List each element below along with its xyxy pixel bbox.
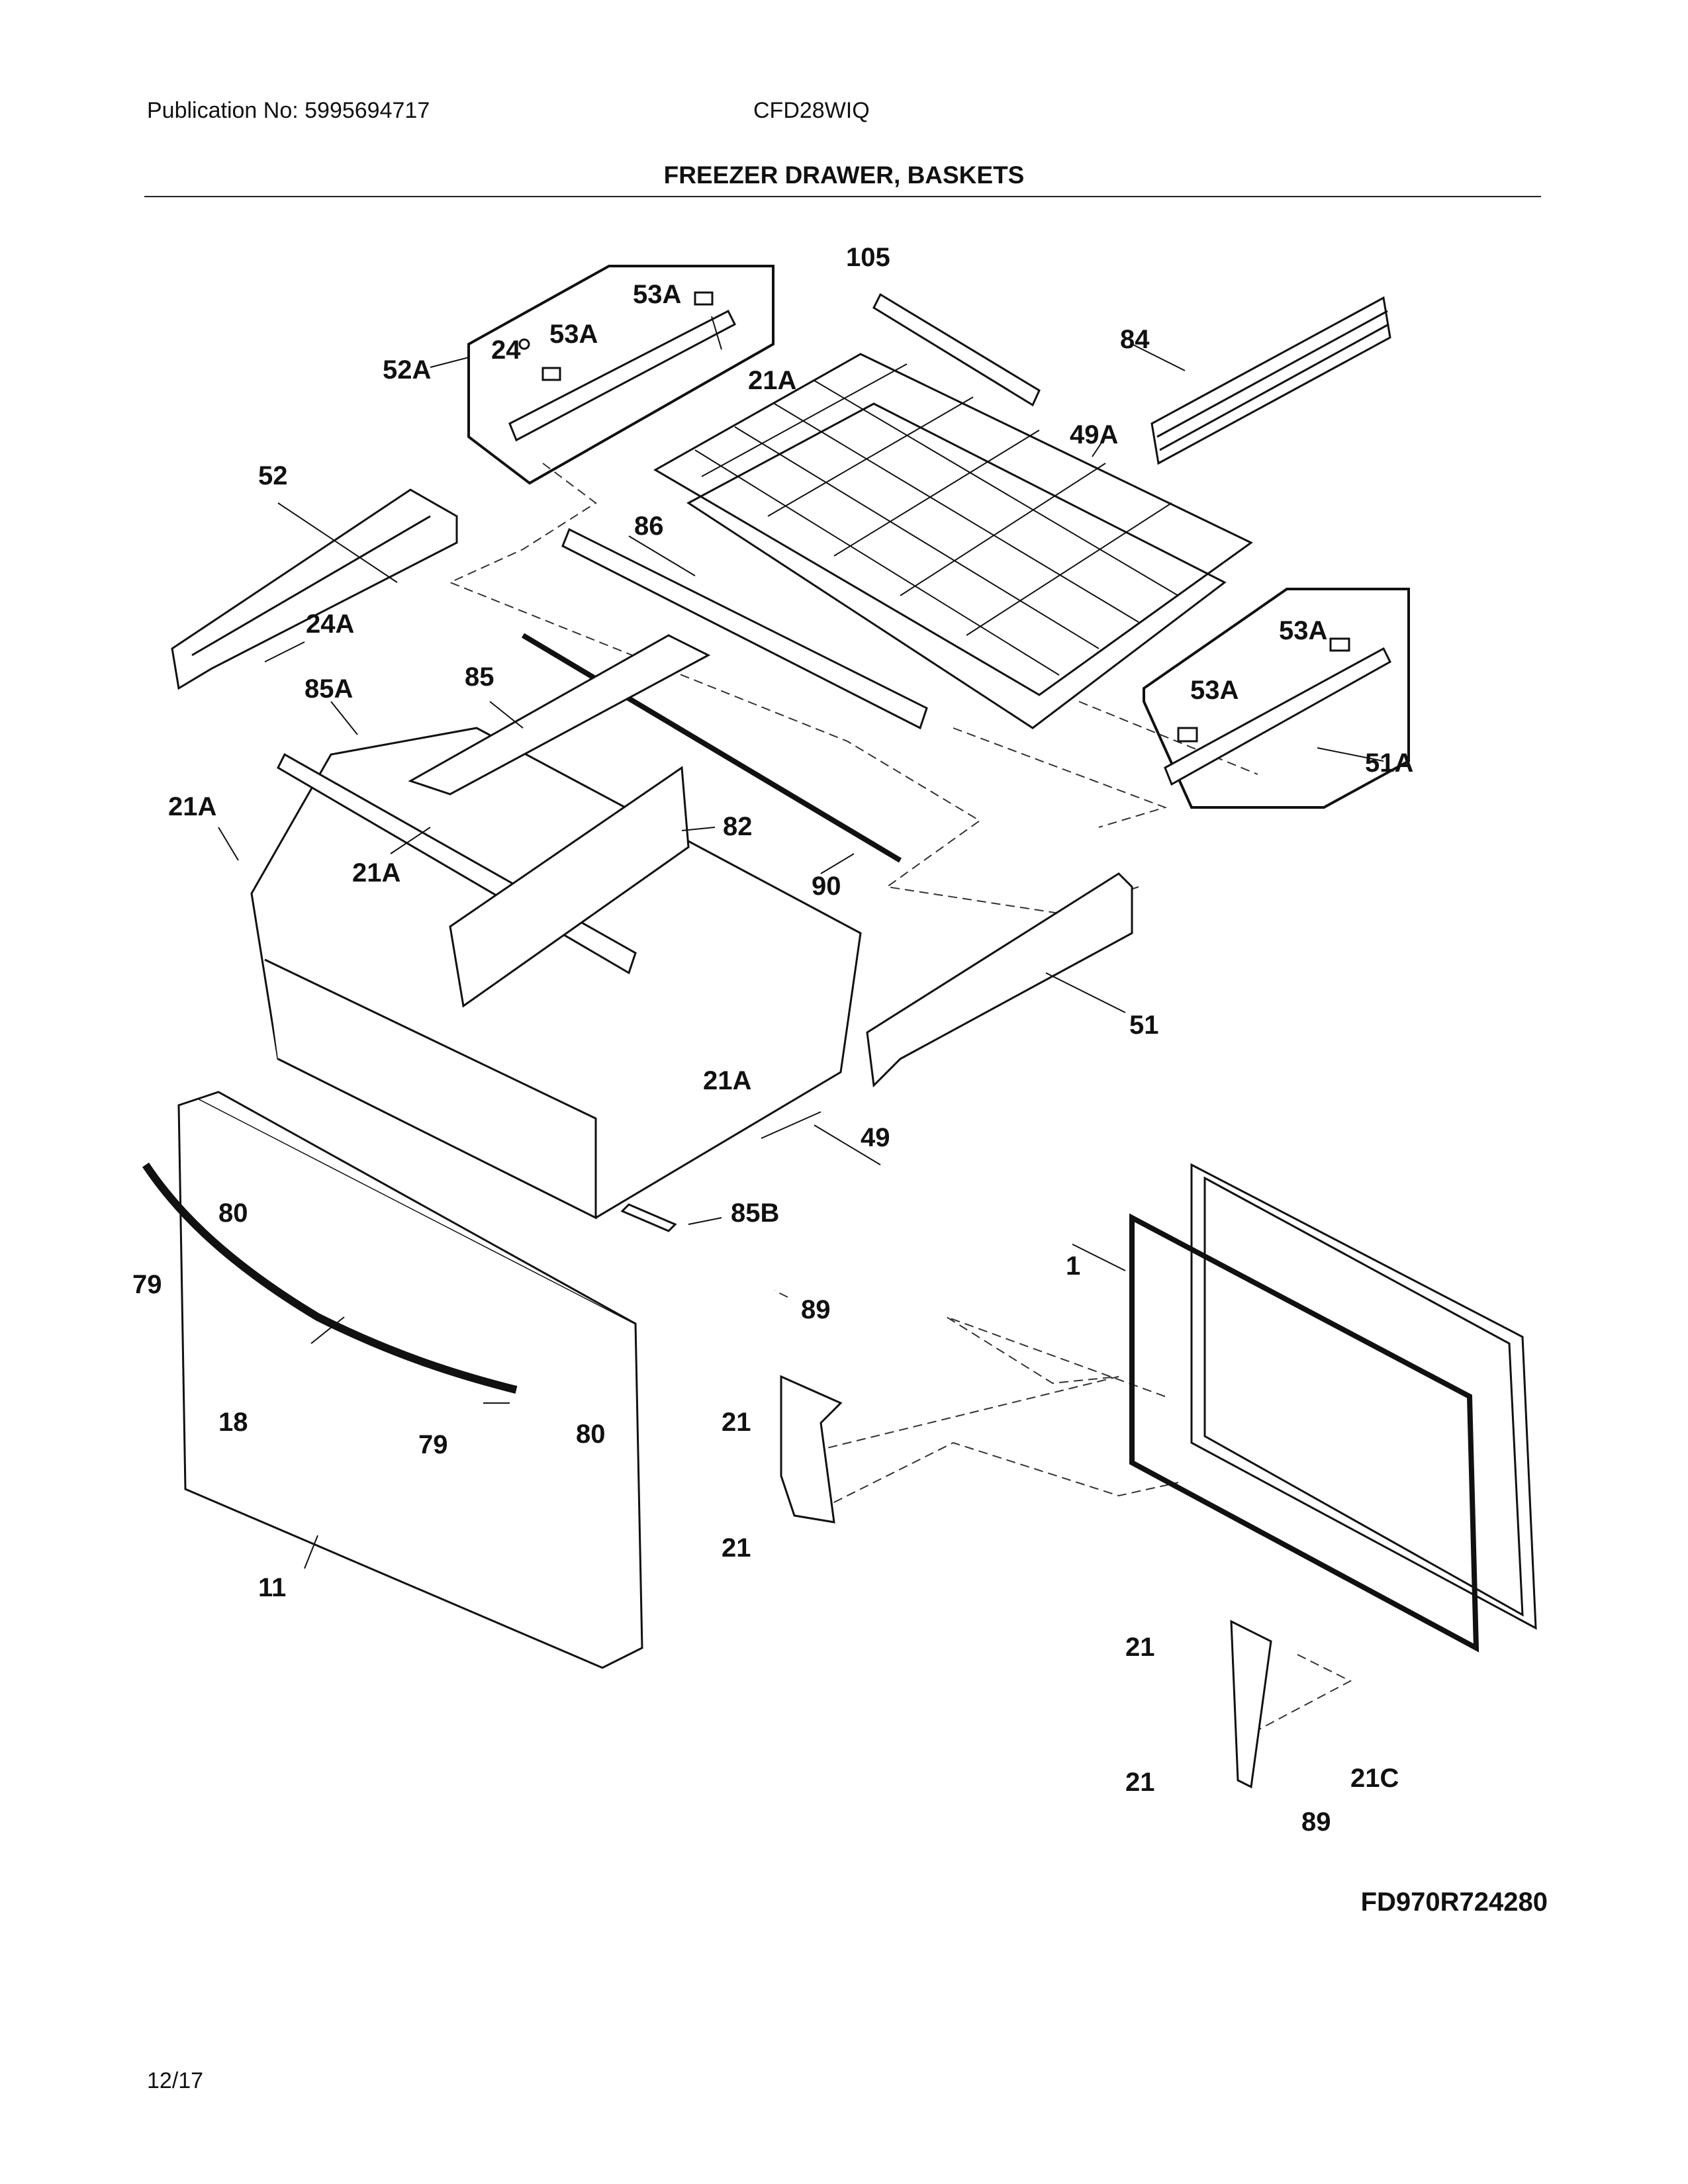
callout-86: 86: [634, 512, 664, 541]
callout-21: 21: [722, 1408, 751, 1437]
callout-84: 84: [1120, 325, 1150, 354]
callout-89: 89: [801, 1295, 831, 1324]
callout-52a: 52A: [383, 355, 431, 385]
wire-basket-49a: [653, 353, 1253, 729]
callout-53a: 53A: [1279, 616, 1327, 645]
strip-85b: [620, 1203, 677, 1232]
bracket-89: [780, 1375, 1272, 1789]
handle-18: [142, 1162, 518, 1394]
callout-80: 80: [576, 1420, 606, 1449]
callout-51a: 51A: [1365, 749, 1413, 778]
callout-24: 24: [491, 336, 521, 365]
callout-21: 21: [1125, 1768, 1155, 1797]
door-liner: [1190, 1163, 1537, 1630]
callout-85b: 85B: [731, 1199, 779, 1228]
callout-82: 82: [723, 812, 753, 841]
callout-21: 21: [722, 1533, 751, 1563]
rod-90: [521, 633, 902, 863]
rail-51a: [1164, 637, 1391, 786]
rail-51: [866, 872, 1133, 1088]
callout-85a: 85A: [305, 674, 353, 704]
callout-51: 51: [1129, 1011, 1159, 1040]
callout-49: 49: [861, 1123, 890, 1152]
callout-21c: 21C: [1350, 1764, 1399, 1793]
callout-21a: 21A: [168, 792, 216, 821]
rail-51a-inset: [1143, 588, 1410, 809]
bar-105: [872, 293, 1041, 407]
callouts: 105 84 53A 53A 24 52A 21A 49A 52 86 24A …: [132, 243, 1413, 1837]
callout-85: 85: [465, 662, 494, 692]
bin-49: [250, 727, 862, 1220]
page-title: FREEZER DRAWER, BASKETS: [663, 161, 1025, 189]
callout-80: 80: [218, 1199, 248, 1228]
callout-21a: 21A: [703, 1066, 751, 1095]
callout-90: 90: [812, 872, 841, 901]
callout-1: 1: [1066, 1251, 1080, 1281]
assembly-guides: [448, 463, 1352, 1741]
callout-53a: 53A: [549, 320, 598, 349]
rail-52: [171, 488, 458, 690]
callout-53a: 53A: [633, 280, 681, 309]
callout-11: 11: [258, 1573, 286, 1602]
rail-52a: [508, 291, 736, 442]
leader-lines: [218, 316, 1384, 1569]
gasket-1: [1129, 1213, 1479, 1653]
callout-18: 18: [218, 1408, 248, 1437]
callout-89: 89: [1301, 1807, 1331, 1837]
crossbars: [277, 634, 711, 1008]
page-date: 12/17: [147, 2068, 204, 2093]
rail-52a-inset: [467, 265, 774, 485]
callout-105: 105: [846, 243, 890, 272]
callout-53a: 53A: [1190, 676, 1239, 705]
model-number: CFD28WIQ: [753, 98, 870, 123]
callout-52: 52: [258, 461, 288, 490]
callout-79: 79: [418, 1430, 448, 1459]
divider-84: [1150, 296, 1391, 465]
drawer-front-11: [177, 1091, 643, 1669]
trim-86: [561, 527, 928, 730]
callout-21a: 21A: [352, 858, 400, 887]
title-rule: [144, 196, 1541, 197]
callout-79: 79: [132, 1270, 162, 1299]
figure-id: FD970R724280: [1360, 1888, 1548, 1917]
callout-24a: 24A: [306, 610, 354, 639]
callout-49a: 49A: [1070, 420, 1118, 449]
callout-21: 21: [1125, 1633, 1155, 1662]
callout-21a: 21A: [748, 366, 796, 395]
publication-number: Publication No: 5995694717: [147, 98, 430, 123]
